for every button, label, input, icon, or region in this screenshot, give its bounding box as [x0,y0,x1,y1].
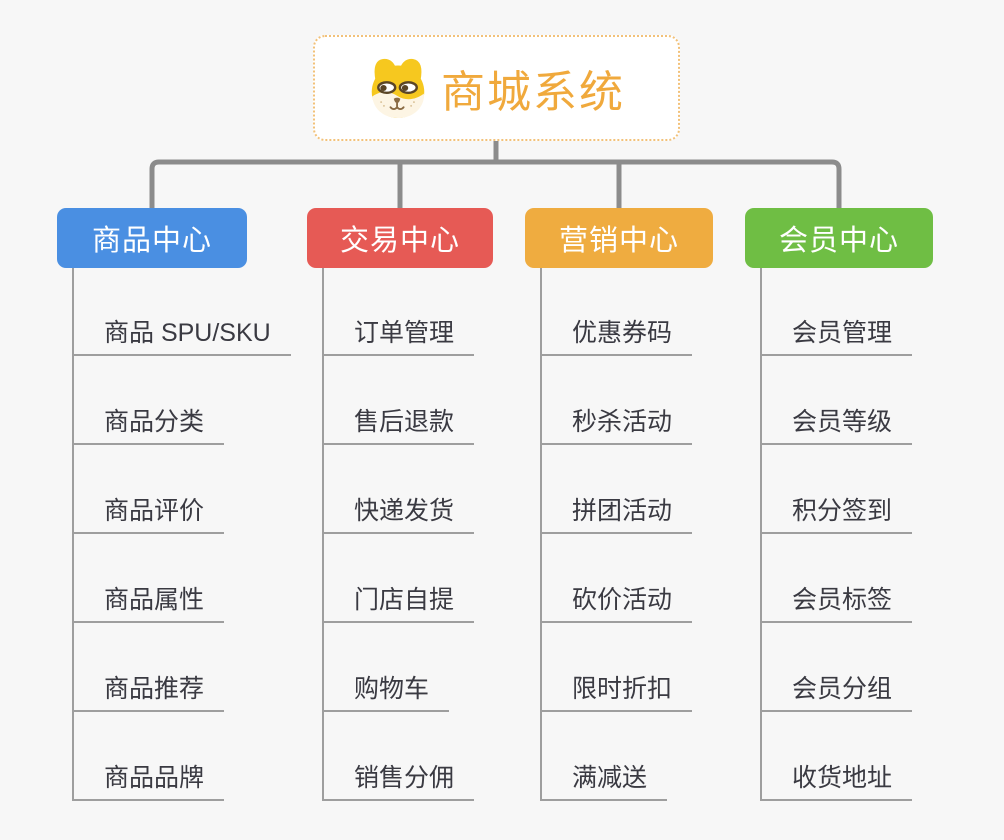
leaf-node[interactable]: 会员管理 [760,306,913,356]
leaf-node[interactable]: 订单管理 [322,306,475,356]
branch-node[interactable]: 商品中心 [57,208,247,268]
leaf-node[interactable]: 商品评价 [72,484,225,534]
leaf-node[interactable]: 优惠券码 [540,306,693,356]
leaf-node[interactable]: 商品品牌 [72,751,225,801]
leaf-node[interactable]: 会员分组 [760,662,913,712]
leaf-node[interactable]: 门店自提 [322,573,475,623]
root-node[interactable]: 商城系统 [313,35,680,141]
leaf-node[interactable]: 商品分类 [72,395,225,445]
leaf-node[interactable]: 积分签到 [760,484,913,534]
leaf-node[interactable]: 拼团活动 [540,484,693,534]
root-title: 商城系统 [441,68,625,117]
leaf-node[interactable]: 快递发货 [322,484,475,534]
leaf-node[interactable]: 会员标签 [760,573,913,623]
leaf-node[interactable]: 砍价活动 [540,573,693,623]
branch-node[interactable]: 交易中心 [307,208,493,268]
branch-node[interactable]: 会员中心 [745,208,933,268]
leaf-node[interactable]: 购物车 [322,662,450,712]
leaf-node[interactable]: 限时折扣 [540,662,693,712]
leaf-node[interactable]: 商品推荐 [72,662,225,712]
leaf-node[interactable]: 销售分佣 [322,751,475,801]
leaf-node[interactable]: 商品 SPU/SKU [72,306,291,356]
dog-face-icon [368,56,428,120]
leaf-node[interactable]: 售后退款 [322,395,475,445]
branch-node[interactable]: 营销中心 [525,208,713,268]
leaf-node[interactable]: 收货地址 [760,751,913,801]
leaf-node[interactable]: 会员等级 [760,395,913,445]
leaf-node[interactable]: 商品属性 [72,573,225,623]
leaf-node[interactable]: 满减送 [540,751,668,801]
leaf-node[interactable]: 秒杀活动 [540,395,693,445]
